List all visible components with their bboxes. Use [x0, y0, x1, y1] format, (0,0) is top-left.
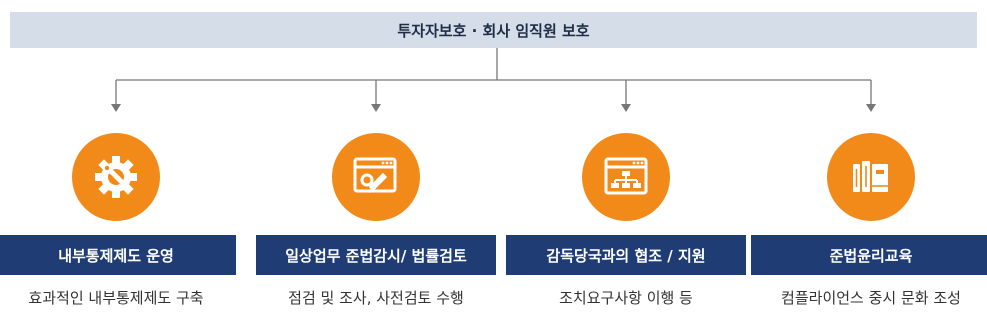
item-description: 조치요구사항 이행 등: [559, 289, 693, 307]
arrow-head-1: [111, 104, 121, 112]
item-label: 일상업무 준법감시/ 법률검토: [256, 235, 496, 275]
item-regulator-cooperation: 감독당국과의 협조 / 지원 조치요구사항 이행 등: [506, 133, 746, 308]
header-banner: 투자자보호 · 회사 임직원 보호: [10, 12, 977, 48]
item-internal-control: 내부통제제도 운영 효과적인 내부통제제도 구축: [0, 133, 236, 308]
item-description: 효과적인 내부통제제도 구축: [28, 289, 204, 307]
books-icon: [827, 133, 915, 221]
arrow-head-3: [621, 104, 631, 112]
item-label: 준법윤리교육: [751, 235, 987, 275]
item-description: 점검 및 조사, 사전검토 수행: [288, 289, 464, 307]
arrow-head-2: [371, 104, 381, 112]
gear-wrench-icon: [72, 133, 160, 221]
browser-hierarchy-icon: [582, 133, 670, 221]
item-description: 컴플라이언스 중시 문화 조성: [781, 289, 961, 307]
arrow-head-4: [866, 104, 876, 112]
item-label: 감독당국과의 협조 / 지원: [506, 235, 746, 275]
browser-edit-icon: [332, 133, 420, 221]
item-ethics-education: 준법윤리교육 컴플라이언스 중시 문화 조성: [751, 133, 987, 308]
item-compliance-review: 일상업무 준법감시/ 법률검토 점검 및 조사, 사전검토 수행: [256, 133, 496, 308]
item-label: 내부통제제도 운영: [0, 235, 236, 275]
header-title: 투자자보호 · 회사 임직원 보호: [397, 21, 590, 40]
